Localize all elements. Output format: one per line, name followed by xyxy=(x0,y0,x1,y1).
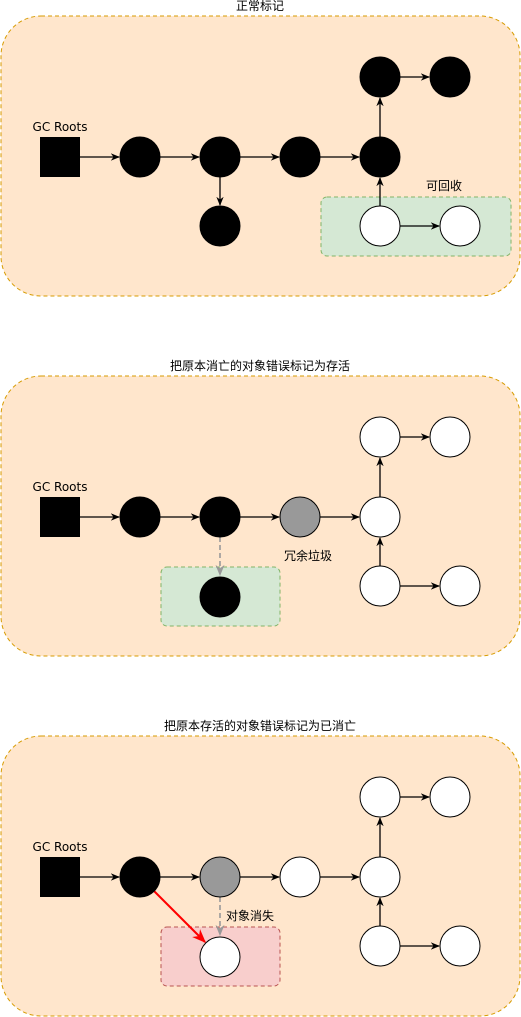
gc-roots-node xyxy=(40,857,80,897)
white-object-node xyxy=(439,205,481,247)
white-object-node xyxy=(359,565,401,607)
white-object-node xyxy=(429,416,471,458)
collectable-label: 可回收 xyxy=(426,179,462,193)
white-object-node xyxy=(359,205,401,247)
gc-roots-label: GC Roots xyxy=(33,120,88,134)
white-object-node xyxy=(359,856,401,898)
white-object-node xyxy=(359,925,401,967)
gc-roots-node xyxy=(40,497,80,537)
gc-roots-node xyxy=(40,137,80,177)
gc-roots-label: GC Roots xyxy=(33,840,88,854)
panel-object-vanishing: 把原本存活的对象错误标记为已消亡 对象消失 GC Roots xyxy=(0,718,521,1017)
white-object-node xyxy=(439,565,481,607)
black-object-node xyxy=(199,136,241,178)
panel-title: 正常标记 xyxy=(236,0,284,13)
gray-object-node xyxy=(279,496,321,538)
black-object-node xyxy=(359,136,401,178)
white-object-node xyxy=(439,925,481,967)
new-reference-edge xyxy=(153,890,206,943)
white-object-node xyxy=(359,416,401,458)
black-object-node xyxy=(119,136,161,178)
panel-floating-garbage: 把原本消亡的对象错误标记为存活 冗余垃圾 GC Roots xyxy=(0,358,521,657)
floating-garbage-label: 冗余垃圾 xyxy=(284,548,332,563)
vanished-object-label: 对象消失 xyxy=(226,908,274,923)
black-object-node xyxy=(199,496,241,538)
black-object-node xyxy=(199,576,241,618)
panel-normal-marking: 正常标记 可回收 GC Roots xyxy=(0,0,521,297)
white-object-node xyxy=(429,776,471,818)
white-object-node xyxy=(359,496,401,538)
black-object-node xyxy=(359,56,401,98)
panel-title: 把原本存活的对象错误标记为已消亡 xyxy=(164,718,356,733)
gray-object-node xyxy=(199,856,241,898)
white-object-node xyxy=(199,936,241,978)
black-object-node xyxy=(119,856,161,898)
white-object-node xyxy=(279,856,321,898)
black-object-node xyxy=(119,496,161,538)
panel-title: 把原本消亡的对象错误标记为存活 xyxy=(170,358,350,373)
white-object-node xyxy=(359,776,401,818)
black-object-node xyxy=(429,56,471,98)
gc-roots-label: GC Roots xyxy=(33,480,88,494)
black-object-node xyxy=(199,205,241,247)
black-object-node xyxy=(279,136,321,178)
